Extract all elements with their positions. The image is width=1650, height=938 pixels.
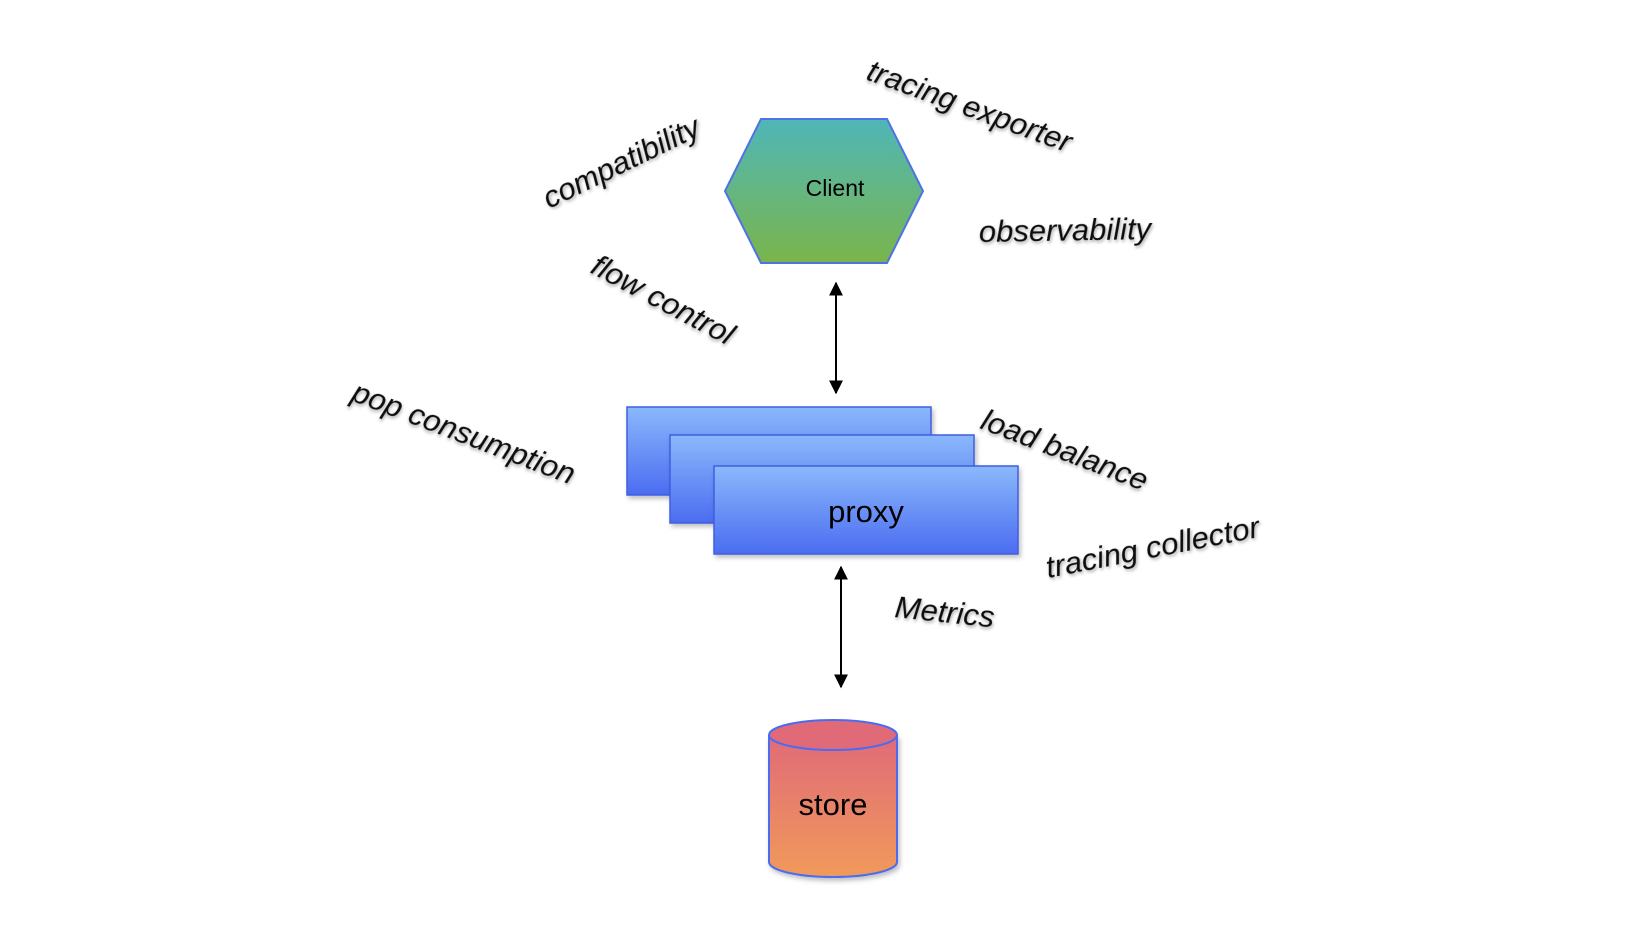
label-tracing-collector: tracing collector [1043, 509, 1264, 585]
label-compatibility: compatibility [537, 108, 708, 215]
store-node: store [768, 719, 898, 878]
store-cylinder-top [768, 719, 898, 751]
proxy-node: proxy [626, 406, 1019, 555]
client-label: Client [806, 175, 865, 201]
label-observability: observability [979, 211, 1154, 249]
client-hexagon [723, 118, 925, 264]
label-metrics: Metrics [893, 589, 996, 634]
label-pop-consumption: pop consumption [347, 374, 581, 492]
label-flow-control: flow control [586, 247, 742, 352]
store-label: store [799, 787, 868, 822]
store-cylinder-body [768, 735, 898, 878]
proxy-label: proxy [828, 494, 904, 529]
proxy-rect-front [713, 465, 1019, 555]
client-node: Client [723, 118, 925, 264]
